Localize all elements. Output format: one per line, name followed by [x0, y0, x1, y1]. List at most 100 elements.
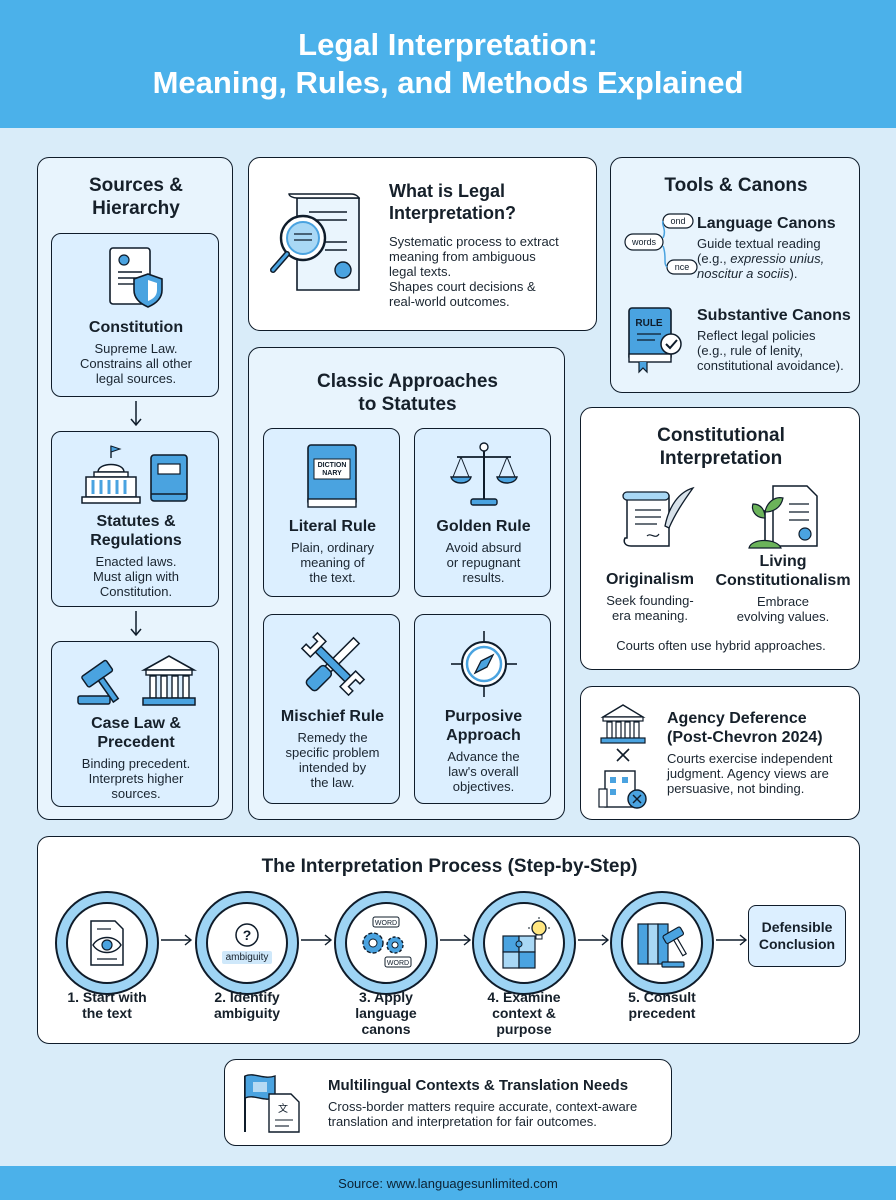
case-law-title-line2: Precedent: [97, 734, 175, 751]
step-3-circle: WORD WORD: [334, 891, 438, 995]
golden-rule-title: Golden Rule: [436, 518, 531, 535]
word-tag-1: WORD: [375, 920, 397, 927]
agency-panel: Agency Deference (Post-Chevron 2024) Cou…: [580, 686, 860, 820]
what-is-panel: What is Legal Interpretation? Systematic…: [248, 157, 597, 331]
page-title-line2: Meaning, Rules, and Methods Explained: [152, 65, 744, 100]
multilingual-title: Multilingual Contexts & Translation Need…: [328, 1077, 629, 1094]
golden-rule-card: Golden Rule Avoid absurd or repugnant re…: [414, 428, 551, 597]
svg-text:文: 文: [278, 1102, 288, 1115]
conclusion-box: Defensible Conclusion: [748, 905, 846, 967]
source-credit: Source: www.languagesunlimited.com: [338, 1175, 558, 1191]
what-title-line2: Interpretation?: [389, 203, 517, 223]
multilingual-panel: 文 Multilingual Contexts & Translation Ne…: [224, 1059, 672, 1146]
case-law-card: Case Law & Precedent Binding precedent. …: [51, 641, 219, 807]
statutes-desc-3: Constitution.: [99, 584, 173, 599]
agency-desc-3: persuasive, not binding.: [667, 781, 805, 796]
constitution-icon: [104, 244, 168, 312]
tools-canons-panel: Tools & Canons ond words nce Language Ca…: [610, 157, 860, 393]
plant-document-icon: [747, 482, 821, 552]
case-law-desc-3: sources.: [111, 786, 161, 801]
what-desc-5: real-world outcomes.: [389, 294, 510, 309]
step-4-label-1: 4. Examine: [487, 989, 561, 1005]
step-4-label-3: purpose: [496, 1021, 552, 1037]
step-4-label-2: context &: [492, 1005, 556, 1021]
case-law-title-line1: Case Law &: [91, 715, 181, 732]
scroll-quill-icon: [617, 486, 697, 554]
approaches-title-line2: to Statutes: [358, 394, 457, 415]
literal-desc-1: Plain, ordinary: [290, 540, 375, 555]
statutes-title-line2: Regulations: [90, 532, 182, 549]
flag-translation-icon: 文: [239, 1070, 305, 1136]
dictionary-label-1: DICTION: [318, 462, 347, 469]
originalism-desc-1: Seek founding-: [606, 593, 694, 608]
gears-words-icon: WORD WORD: [362, 916, 412, 968]
gavel-icon: [74, 656, 132, 708]
constitution-card: Constitution Supreme Law. Constrains all…: [51, 233, 219, 397]
substantive-canons-title: Substantive Canons: [697, 307, 851, 324]
living-title-line2: Constitutionalism: [715, 572, 851, 589]
constitutional-title-line2: Interpretation: [659, 448, 783, 469]
agency-title-line1: Agency Deference: [667, 710, 807, 727]
golden-desc-2: or repugnant: [446, 555, 521, 570]
language-canons-desc-2a: (e.g.,: [697, 251, 731, 266]
what-desc-1: Systematic process to extract: [389, 234, 559, 249]
sources-panel: Sources & Hierarchy Constitution Supreme…: [37, 157, 233, 820]
living-title-line1: Living: [759, 553, 807, 570]
arrow-down-icon: [128, 611, 144, 637]
sources-title-line2: Hierarchy: [92, 198, 180, 219]
statutes-card: Statutes & Regulations Enacted laws. Mus…: [51, 431, 219, 607]
hybrid-note: Courts often use hybrid approaches.: [616, 638, 826, 653]
rule-book-label: RULE: [635, 318, 663, 329]
page-title-line1: Legal Interpretation:: [298, 27, 598, 62]
mischief-desc-4: the law.: [310, 775, 355, 790]
rule-book-icon: RULE: [625, 304, 689, 374]
originalism-desc-2: era meaning.: [612, 608, 688, 623]
purposive-desc-3: objectives.: [452, 779, 515, 794]
language-canons-desc-3a: noscitur a sociis: [697, 266, 790, 281]
purposive-desc-2: law's overall: [448, 764, 519, 779]
dictionary-label-2: NARY: [322, 470, 342, 477]
multilingual-desc-1: Cross-border matters require accurate, c…: [328, 1099, 638, 1114]
process-title: The Interpretation Process (Step-by-Step…: [261, 856, 638, 877]
arrow-right-icon: [161, 933, 193, 947]
case-law-desc-1: Binding precedent.: [81, 756, 191, 771]
living-desc-2: evolving values.: [736, 609, 830, 624]
agency-title-line2: (Post-Chevron 2024): [667, 729, 823, 746]
constitution-desc-1: Supreme Law.: [94, 341, 178, 356]
step-5-circle: [610, 891, 714, 995]
language-canons-desc-2b: expressio unius,: [730, 251, 825, 266]
step-1-label-1: 1. Start with: [67, 989, 147, 1005]
books-gavel-icon: [637, 923, 688, 968]
literal-rule-card: DICTION NARY Literal Rule Plain, ordinar…: [263, 428, 400, 597]
bubble-nce: nce: [675, 262, 690, 272]
compass-icon: [449, 629, 519, 699]
step-2-label-2: ambiguity: [213, 1005, 281, 1021]
language-canons-desc-3b: ).: [789, 266, 798, 281]
arrow-right-icon: [578, 933, 610, 947]
mischief-rule-title: Mischief Rule: [280, 708, 385, 725]
arrow-right-icon: [301, 933, 333, 947]
step-3-label-1: 3. Apply: [359, 989, 413, 1005]
courthouse-icon: [140, 652, 198, 708]
tools-title: Tools & Canons: [664, 175, 808, 196]
step-5-label-2: precedent: [628, 1005, 696, 1021]
ambiguity-tag: ambiguity: [221, 951, 273, 964]
statutes-desc-2: Must align with: [93, 569, 179, 584]
step-1-circle: [55, 891, 159, 995]
dictionary-icon: DICTION NARY: [304, 443, 362, 511]
originalism-title: Originalism: [605, 571, 695, 588]
constitution-desc-2: Constrains all other: [80, 356, 192, 371]
step-3-label-2: language: [355, 1005, 417, 1021]
arrow-right-icon: [716, 933, 748, 947]
substantive-desc-2: (e.g., rule of lenity,: [697, 343, 803, 358]
mischief-desc-2: specific problem: [285, 745, 380, 760]
approaches-panel: Classic Approaches to Statutes DICTION N…: [248, 347, 565, 820]
language-canons-desc-1: Guide textual reading: [697, 236, 821, 251]
literal-desc-3: the text.: [309, 570, 356, 585]
agency-buildings-icon: [597, 701, 653, 811]
multilingual-desc-2: translation and interpretation for fair …: [328, 1114, 597, 1129]
golden-desc-1: Avoid absurd: [445, 540, 522, 555]
step-2-circle: ? ambiguity: [195, 891, 299, 995]
step-5-label-1: 5. Consult: [628, 989, 696, 1005]
statutes-desc-1: Enacted laws.: [95, 554, 177, 569]
